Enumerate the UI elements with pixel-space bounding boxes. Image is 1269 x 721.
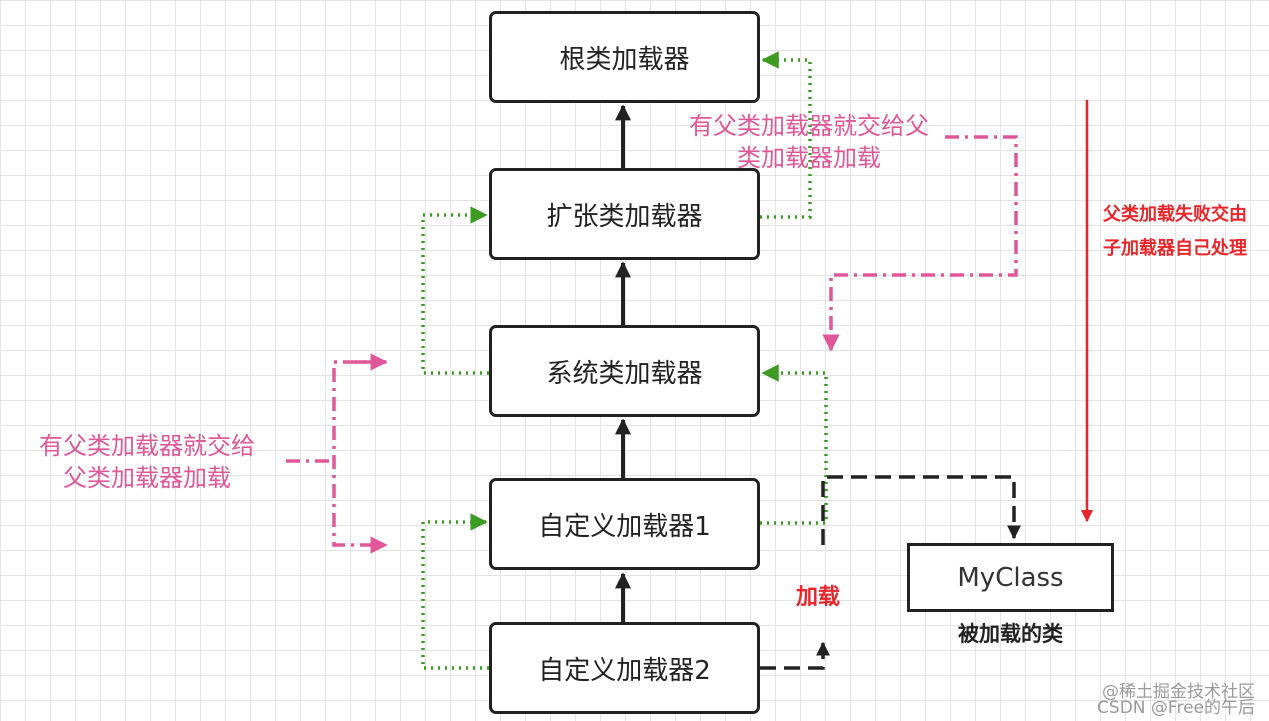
watermark: @稀土掘金技术社区 CSDN @Free的午后 <box>1097 682 1255 718</box>
custom-loader-1-box: 自定义加载器1 <box>489 478 760 570</box>
pink-arrow-upper <box>822 135 1018 352</box>
myclass-box: MyClass <box>907 543 1114 612</box>
black-dashed-load-to-myclass <box>821 475 1021 545</box>
green-arrow-c1-to-sys <box>760 364 828 525</box>
black-dashed-from-custom2 <box>760 641 830 670</box>
annotation-loaded-class: 被加载的类 <box>958 622 1063 646</box>
root-loader-box: 根类加载器 <box>489 11 760 103</box>
green-arrow-sys-to-ext <box>421 206 489 375</box>
green-arrow-c2-to-c1 <box>421 513 489 670</box>
extension-loader-box: 扩张类加载器 <box>489 168 760 260</box>
annotation-load: 加载 <box>796 585 841 610</box>
annotation-delegate-left: 有父类加载器就交给 父类加载器加载 <box>39 432 255 492</box>
custom-loader-2-box: 自定义加载器2 <box>489 622 760 714</box>
annotation-delegate-upper: 有父类加载器就交给父 类加载器加载 <box>689 112 929 172</box>
system-loader-box: 系统类加载器 <box>489 325 760 417</box>
pink-bracket-left <box>332 360 388 554</box>
annotation-fallback: 父类加载失败交由 子加载器自己处理 <box>1103 204 1247 259</box>
